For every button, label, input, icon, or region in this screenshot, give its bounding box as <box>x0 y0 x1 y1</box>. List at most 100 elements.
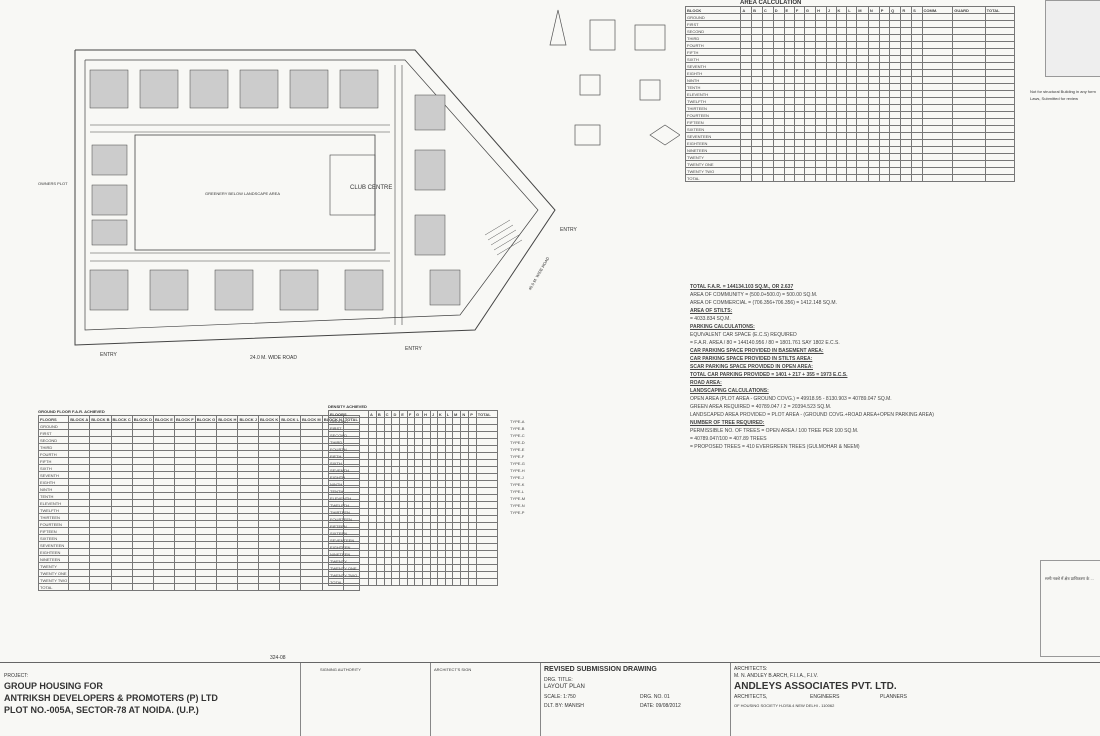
row-label: TOTAL <box>37 583 70 591</box>
table-cell <box>740 167 753 175</box>
table-cell <box>391 494 401 502</box>
table-cell <box>803 76 817 84</box>
table-cell <box>429 417 438 425</box>
table-cell <box>783 34 795 42</box>
table-cell <box>300 485 323 493</box>
table-row: SEVENTEEN <box>327 536 499 544</box>
table-row: TWENTY TWO <box>684 167 1016 175</box>
table-row: TOTAL <box>37 583 360 591</box>
table-cell <box>867 13 880 21</box>
table-cell <box>984 62 1016 70</box>
table-cell <box>436 529 446 537</box>
table-cell <box>889 160 902 168</box>
table-cell <box>194 562 218 570</box>
table-cell <box>429 550 438 558</box>
table-cell <box>825 76 837 84</box>
table-cell <box>399 536 408 544</box>
table-cell <box>984 48 1016 56</box>
table-cell <box>740 90 753 98</box>
table-cell <box>867 90 880 98</box>
table-cell <box>761 146 774 154</box>
table-cell <box>846 167 858 175</box>
table-cell <box>835 13 848 21</box>
table-cell <box>815 111 827 119</box>
table-cell <box>761 111 774 119</box>
table-cell <box>399 459 408 467</box>
table-cell <box>391 466 401 474</box>
table-cell <box>911 90 923 98</box>
table-cell <box>900 83 913 91</box>
table-cell <box>383 417 393 425</box>
table-cell <box>878 48 891 56</box>
table-cell <box>216 534 239 542</box>
table-cell <box>889 20 902 28</box>
table-cell <box>110 534 133 542</box>
table-cell <box>856 13 869 21</box>
table-cell <box>772 139 785 147</box>
table-cell <box>237 429 259 437</box>
table-header-cell: F <box>406 410 416 418</box>
table-cell <box>257 478 281 486</box>
table-cell <box>300 548 323 556</box>
table-cell <box>399 445 408 453</box>
table-cell <box>878 118 891 126</box>
table-row: EIGHTH <box>327 473 499 481</box>
table-cell <box>216 583 239 591</box>
table-cell <box>761 104 774 112</box>
table-cell <box>110 541 133 549</box>
table-cell <box>257 499 281 507</box>
row-label: EIGHTH <box>37 478 70 486</box>
row-label: THIRD <box>37 443 70 451</box>
table-cell <box>468 522 477 530</box>
table-cell <box>740 174 753 182</box>
table-cell <box>803 153 817 161</box>
table-row: GROUND <box>684 13 1016 21</box>
table-cell <box>391 473 401 481</box>
table-cell <box>803 97 817 105</box>
table-cell <box>921 139 954 147</box>
table-cell <box>900 104 913 112</box>
table-cell <box>468 501 477 509</box>
table-cell <box>783 174 795 182</box>
row-label: TOTAL <box>684 174 742 182</box>
table-cell <box>952 97 986 105</box>
table-row: NINTH <box>684 76 1016 84</box>
calc-line: LANDSCAPED AREA PROVIDED = PLOT AREA - (… <box>690 412 934 418</box>
row-label: SECOND <box>327 431 370 439</box>
table-cell <box>889 41 902 49</box>
table-cell <box>391 571 401 579</box>
table-cell <box>952 118 986 126</box>
table-cell <box>911 153 923 161</box>
table-cell <box>751 83 763 91</box>
table-cell <box>911 104 923 112</box>
table-cell <box>815 55 827 63</box>
row-label: FOURTH <box>684 41 742 49</box>
table-cell <box>237 576 259 584</box>
table-cell <box>475 438 499 446</box>
table-cell <box>368 543 377 551</box>
table-cell <box>740 20 753 28</box>
table-cell <box>468 578 477 586</box>
project-cell: PROJECT: GROUP HOUSING FOR ANTRIKSH DEVE… <box>0 663 301 736</box>
table-cell <box>216 520 239 528</box>
table-cell <box>468 571 477 579</box>
table-cell <box>152 555 175 563</box>
table-cell <box>152 527 175 535</box>
table-cell <box>846 118 858 126</box>
table-cell <box>422 459 431 467</box>
table-row: SEVENTH <box>37 471 360 479</box>
table-cell <box>815 104 827 112</box>
table-row: ELEVENTH <box>327 494 499 502</box>
table-row: FIFTH <box>327 452 499 460</box>
table-cell <box>173 513 196 521</box>
table-cell <box>740 27 753 35</box>
table-header-cell: H <box>815 6 827 14</box>
table-cell <box>422 543 431 551</box>
table-cell <box>475 515 499 523</box>
table-cell <box>952 167 986 175</box>
table-cell <box>436 571 446 579</box>
table-cell <box>414 494 424 502</box>
club-label: CLUB CENTRE <box>350 185 393 191</box>
table-cell <box>783 20 795 28</box>
